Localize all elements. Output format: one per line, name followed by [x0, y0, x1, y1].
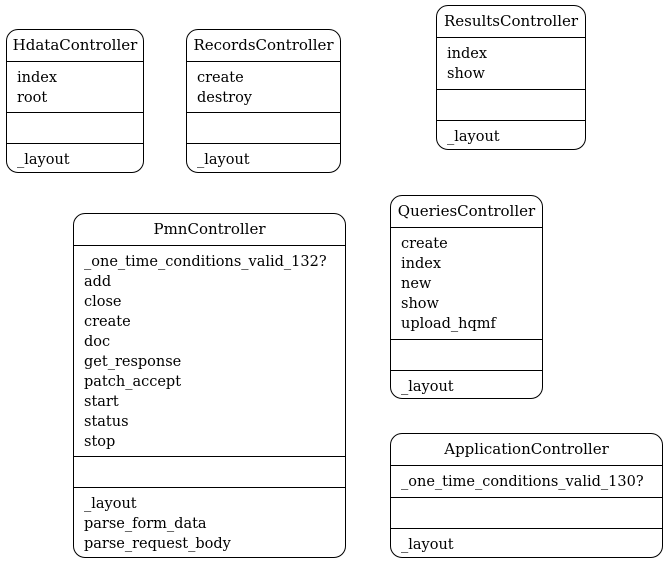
public-methods: index root: [7, 62, 143, 112]
class-title: ApplicationController: [391, 434, 662, 466]
private-methods: _layout parse_form_data parse_request_body: [74, 487, 345, 554]
method-name: show: [447, 66, 485, 82]
private-methods: _layout: [187, 143, 340, 170]
public-methods: _one_time_conditions_valid_130?: [391, 466, 662, 497]
class-title: HdataController: [7, 30, 143, 62]
class-node-application-controller: ApplicationController _one_time_conditio…: [390, 433, 663, 558]
public-methods: create destroy: [187, 62, 340, 112]
class-node-hdata-controller: HdataController index root _layout: [6, 29, 144, 173]
method-name: create: [197, 70, 244, 86]
class-node-queries-controller: QueriesController create index new show uplo…: [390, 195, 543, 399]
method-name: root: [17, 90, 48, 106]
method-name: _layout: [401, 379, 454, 395]
method-name: _one_time_conditions_valid_132?: [84, 254, 327, 270]
method-name: _layout: [447, 129, 500, 145]
method-name: upload_hqmf: [401, 316, 496, 332]
public-methods: create index new show upload_hqmf: [391, 228, 542, 339]
class-node-records-controller: RecordsController create destroy _layout: [186, 29, 341, 173]
class-title: QueriesController: [391, 196, 542, 228]
public-methods: _one_time_conditions_valid_132?add close c…: [74, 246, 345, 456]
method-name: parse_request_body: [84, 536, 231, 552]
protected-methods: [391, 497, 662, 528]
class-title: ResultsController: [437, 6, 585, 38]
method-name: index: [401, 256, 442, 272]
private-methods: _layout: [391, 370, 542, 397]
method-name: get_response: [84, 354, 182, 370]
class-title: RecordsController: [187, 30, 340, 62]
method-name: _layout: [84, 496, 137, 512]
protected-methods: [437, 89, 585, 120]
class-title: PmnController: [74, 214, 345, 246]
public-methods: index show: [437, 38, 585, 89]
private-methods: _layout: [391, 528, 662, 555]
class-node-results-controller: ResultsController index show _layout: [436, 5, 586, 150]
method-name: add: [84, 274, 112, 290]
method-name: index: [447, 46, 488, 62]
method-name: _layout: [17, 152, 70, 168]
method-name: patch_accept: [84, 374, 182, 390]
protected-methods: [187, 112, 340, 143]
method-name: create: [84, 314, 131, 330]
private-methods: _layout: [437, 120, 585, 147]
protected-methods: [7, 112, 143, 143]
method-name: _layout: [401, 537, 454, 553]
method-name: _one_time_conditions_valid_130?: [401, 474, 644, 490]
method-name: status: [84, 414, 129, 430]
protected-methods: [391, 339, 542, 370]
method-name: start: [84, 394, 119, 410]
protected-methods: [74, 456, 345, 487]
method-name: index: [17, 70, 58, 86]
method-name: close: [84, 294, 122, 310]
method-name: create: [401, 236, 448, 252]
private-methods: _layout: [7, 143, 143, 170]
method-name: parse_form_data: [84, 516, 207, 532]
method-name: destroy: [197, 90, 252, 106]
method-name: stop: [84, 434, 116, 450]
method-name: new: [401, 276, 432, 292]
class-node-pmn-controller: PmnController _one_time_conditions_valid…: [73, 213, 346, 558]
method-name: show: [401, 296, 439, 312]
method-name: doc: [84, 334, 111, 350]
method-name: _layout: [197, 152, 250, 168]
